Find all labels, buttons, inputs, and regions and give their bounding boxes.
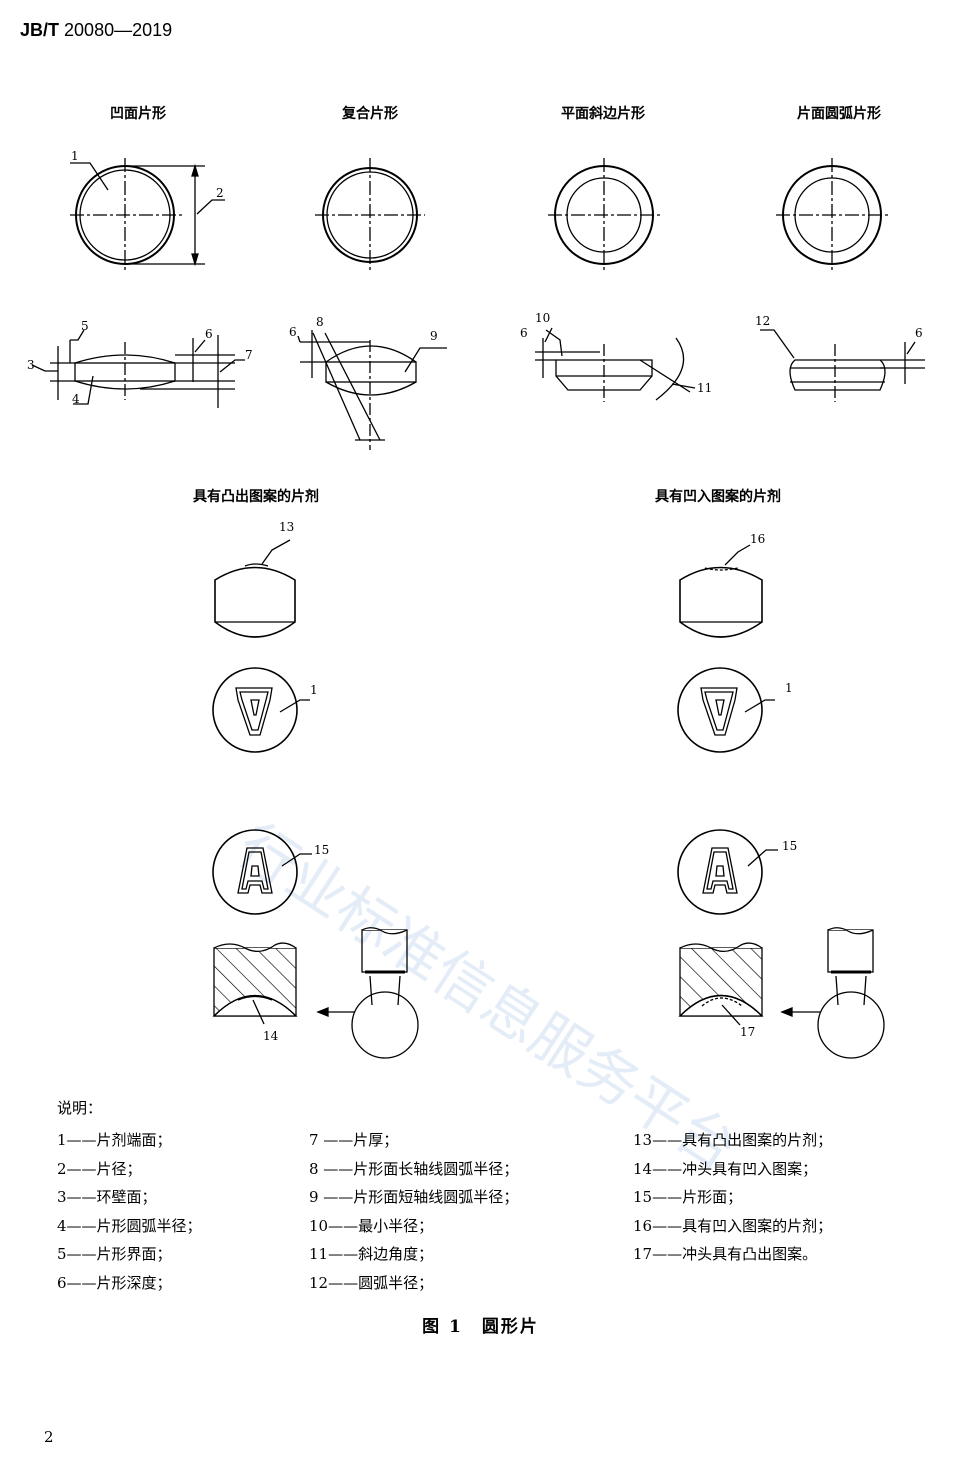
label-bevel: 平面斜边片形 xyxy=(561,106,645,122)
callout-16: 16 xyxy=(750,532,765,546)
callout-1a: 1 xyxy=(71,149,79,163)
legend-item: 4——片形圆弧半径； xyxy=(57,1216,202,1235)
callout-6c: 6 xyxy=(520,326,528,340)
callout-10: 10 xyxy=(535,311,550,325)
legend-item: 7 ——片厚； xyxy=(309,1131,399,1149)
legend-item: 6——片形深度； xyxy=(57,1273,172,1292)
legend-item: 8 ——片形面长轴线圆弧半径； xyxy=(309,1159,519,1178)
standard-code: JB/T xyxy=(20,20,60,40)
legend-column-1: 1——片剂端面； 2——片径； 3——环壁面； 4——片形圆弧半径； 5——片形… xyxy=(57,1126,202,1298)
legend-item: 13——具有凸出图案的片剂； xyxy=(633,1131,833,1149)
callout-15a: 15 xyxy=(314,843,329,857)
callout-13: 13 xyxy=(279,520,294,534)
callout-8: 8 xyxy=(316,315,324,329)
legend-item: 10——最小半径； xyxy=(309,1216,434,1235)
callout-17: 17 xyxy=(740,1025,755,1039)
legend-item: 17——冲头具有凸出图案。 xyxy=(633,1245,818,1264)
label-arc: 片面圆弧片形 xyxy=(797,106,881,122)
callout-6b: 6 xyxy=(289,325,297,339)
label-debossed: 具有凹入图案的片剂 xyxy=(655,489,781,505)
document-header: JB/T 20080—2019 xyxy=(20,20,172,41)
legend-item: 11——斜边角度； xyxy=(309,1245,434,1264)
legend-item: 14——冲头具有凹入图案； xyxy=(633,1159,818,1178)
callout-6a: 6 xyxy=(205,327,213,341)
callout-11: 11 xyxy=(697,381,712,395)
standard-number: 20080—2019 xyxy=(64,20,173,40)
legend-item: 9 ——片形面短轴线圆弧半径； xyxy=(309,1188,519,1207)
page-number: 2 xyxy=(44,1428,54,1446)
legend-item: 5——片形界面； xyxy=(57,1245,172,1264)
legend-item: 2——片径； xyxy=(57,1159,142,1178)
callout-4: 4 xyxy=(72,392,80,406)
legend-item: 1——片剂端面； xyxy=(57,1131,172,1149)
callout-2: 2 xyxy=(216,186,224,200)
legend-item: 16——具有凹入图案的片剂； xyxy=(633,1216,833,1235)
label-concave: 凹面片形 xyxy=(110,106,166,122)
callout-1c: 1 xyxy=(785,681,793,695)
tablet-figure-drawing: 1 2 3 4 5 6 7 6 8 9 10 6 11 12 6 13 1 15… xyxy=(27,149,925,1059)
figure-caption: 图 1 圆形片 xyxy=(422,1317,539,1337)
callout-14: 14 xyxy=(263,1029,279,1043)
legend-item: 12——圆弧半径； xyxy=(309,1273,434,1292)
label-compound: 复合片形 xyxy=(342,106,398,122)
legend-column-2: 7 ——片厚； 8 ——片形面长轴线圆弧半径； 9 ——片形面短轴线圆弧半径； … xyxy=(309,1126,518,1298)
callout-15b: 15 xyxy=(782,839,797,853)
callout-1b: 1 xyxy=(310,683,318,697)
label-embossed: 具有凸出图案的片剂 xyxy=(193,489,319,505)
legend-column-3: 13——具有凸出图案的片剂； 14——冲头具有凹入图案； 15——片形面； 16… xyxy=(633,1126,832,1269)
callout-12: 12 xyxy=(755,314,770,328)
legend-item: 15——片形面； xyxy=(633,1188,743,1207)
legend-title: 说明： xyxy=(57,1099,103,1117)
callout-9: 9 xyxy=(430,329,438,343)
legend-item: 3——环壁面； xyxy=(57,1188,157,1207)
callout-5: 5 xyxy=(81,319,89,333)
callout-6d: 6 xyxy=(915,326,923,340)
callout-7: 7 xyxy=(245,348,253,362)
callout-3: 3 xyxy=(27,358,35,372)
